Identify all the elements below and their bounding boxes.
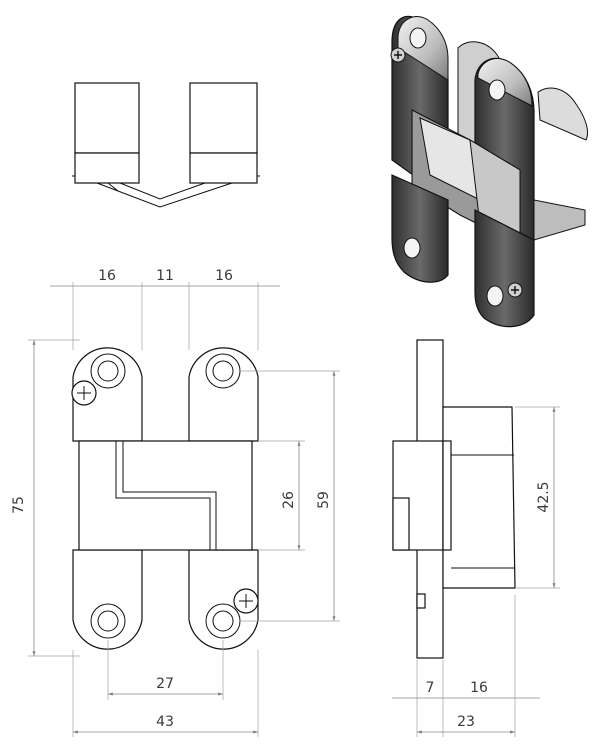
dim-hole-spacing-horizontal: 27	[156, 676, 174, 692]
dim-body-depth: 16	[470, 680, 488, 696]
isometric-view	[390, 15, 589, 328]
side-view	[392, 339, 516, 659]
dim-top-gap: 11	[156, 268, 174, 284]
dimension-labels: 16 11 16 75 59 26 27 43 42.5 7 16 23	[11, 268, 552, 730]
dim-overall-width: 43	[156, 714, 174, 730]
dimension-lines	[28, 282, 560, 737]
dim-overall-height: 75	[11, 496, 27, 514]
dim-side-body-height: 42.5	[536, 481, 552, 512]
dim-overall-depth: 23	[457, 714, 475, 730]
dim-top-left-width: 16	[98, 268, 116, 284]
dim-hole-spacing-vertical: 59	[316, 491, 332, 509]
dim-body-height: 26	[281, 491, 297, 509]
dim-plate-thickness: 7	[426, 680, 435, 696]
front-view	[71, 347, 259, 650]
dim-top-right-width: 16	[215, 268, 233, 284]
top-view	[72, 82, 260, 208]
